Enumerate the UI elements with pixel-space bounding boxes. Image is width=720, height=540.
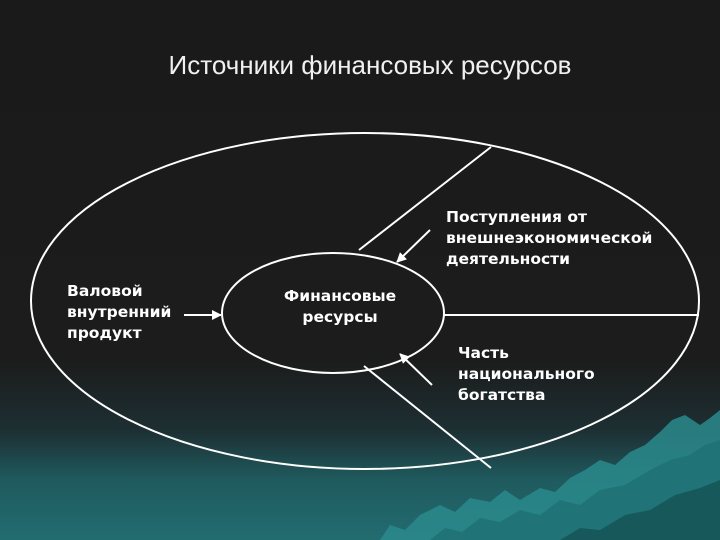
left-label-line: внутренний bbox=[67, 303, 172, 321]
inner-ellipse bbox=[221, 252, 445, 374]
bottom-right-label-line: богатства bbox=[458, 386, 546, 404]
bottom-right-label: Часть национального богатства bbox=[458, 343, 595, 406]
left-label-line: продукт bbox=[67, 324, 142, 342]
outer-ellipse bbox=[30, 132, 700, 470]
top-right-label-line: Поступления от bbox=[446, 208, 588, 226]
arrow-bottom-right bbox=[399, 353, 433, 386]
center-label-line: Финансовые bbox=[283, 287, 397, 305]
divider-lower bbox=[363, 365, 492, 469]
top-right-label-line: деятельности bbox=[446, 250, 571, 268]
top-right-label-line: внешнеэкономической bbox=[446, 229, 653, 247]
bottom-right-label-line: Часть bbox=[458, 344, 509, 362]
left-label: Валовой внутренний продукт bbox=[67, 281, 171, 344]
slide-title: Источники финансовых ресурсов bbox=[168, 50, 572, 80]
mountain-decoration bbox=[380, 410, 720, 540]
center-label: Финансовые ресурсы bbox=[262, 286, 418, 328]
left-label-line: Валовой bbox=[67, 282, 143, 300]
divider-upper bbox=[358, 146, 492, 251]
top-right-label: Поступления от внешнеэкономической деяте… bbox=[446, 207, 652, 270]
bottom-right-label-line: национального bbox=[458, 365, 595, 383]
center-label-line: ресурсы bbox=[302, 308, 378, 326]
arrow-top-right bbox=[396, 229, 431, 263]
